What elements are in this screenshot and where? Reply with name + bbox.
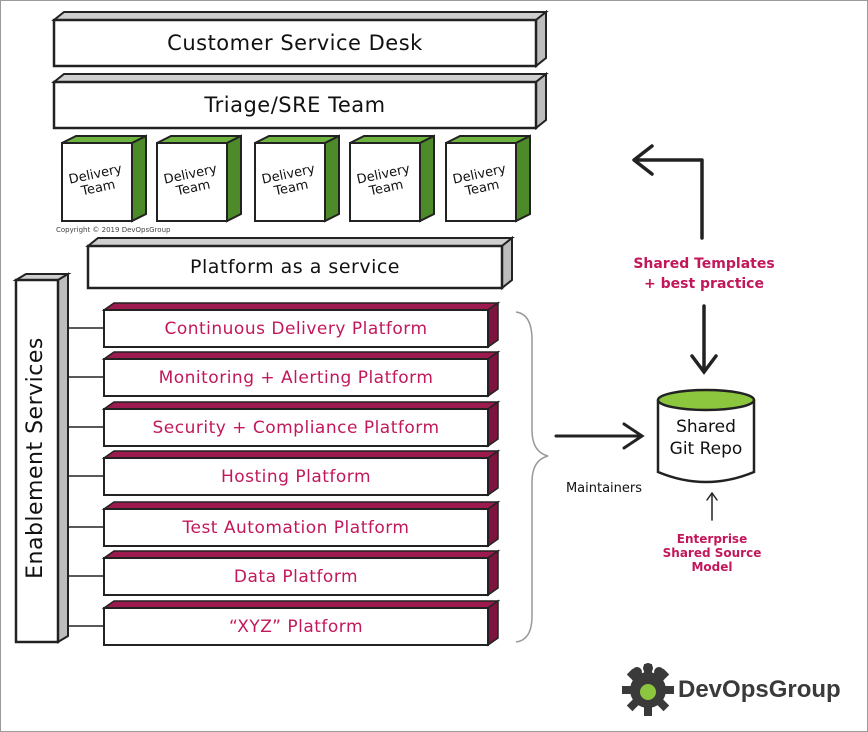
customer-service-desk-label: Customer Service Desk: [167, 31, 423, 55]
platform-label-7: “XYZ” Platform: [228, 616, 364, 637]
paas-label: Platform as a service: [190, 256, 400, 278]
templates-down-arrow: [690, 304, 718, 375]
enablement-bar: [12, 272, 72, 644]
customer-service-desk-bar: [51, 9, 549, 69]
gear-logo-icon: [622, 663, 674, 716]
platform-label-1: Continuous Delivery Platform: [164, 318, 428, 339]
templates-label-line1: Shared Templates: [633, 256, 775, 272]
enterprise-label-line2: Shared Source: [662, 546, 762, 560]
platform-bar-2: [101, 350, 501, 398]
triage-bar: [51, 71, 549, 131]
platform-bar-4: [101, 449, 501, 497]
delivery-cube-3: [254, 134, 340, 223]
maintainers-label: Maintainers: [565, 480, 643, 496]
enterprise-arrow: [706, 491, 718, 521]
platform-bar-6: [101, 549, 501, 597]
platform-label-2: Monitoring + Alerting Platform: [158, 367, 434, 388]
maintainers-arrow: [554, 422, 645, 450]
repo-label-line1: Shared: [676, 417, 736, 437]
copyright-text: Copyright © 2019 DevOpsGroup: [56, 226, 171, 234]
platform-bar-1: [101, 301, 501, 349]
platform-label-3: Security + Compliance Platform: [152, 417, 440, 438]
templates-label-line2: + best practice: [644, 276, 764, 292]
platform-bar-3: [101, 400, 501, 448]
enablement-services-label: Enablement Services: [23, 337, 48, 579]
devopsgroup-logo-text: DevOpsGroup: [678, 676, 841, 703]
delivery-cube-4: [349, 134, 435, 223]
delivery-cube-1: [61, 134, 147, 223]
repo-label-line2: Git Repo: [669, 439, 743, 459]
paas-bar: [85, 235, 515, 291]
triage-sre-label: Triage/SRE Team: [204, 93, 386, 117]
templates-up-arrow: [632, 144, 704, 240]
enablement-connectors: [68, 327, 104, 627]
platform-brace: [515, 311, 549, 643]
platform-label-5: Test Automation Platform: [182, 517, 410, 538]
platform-label-4: Hosting Platform: [220, 466, 372, 487]
delivery-cube-5: [445, 134, 531, 223]
shared-git-repo-cylinder: [656, 388, 756, 484]
delivery-cube-2: [156, 134, 242, 223]
platform-bar-7: [101, 599, 501, 647]
enterprise-label-line1: Enterprise: [676, 532, 748, 546]
enterprise-label-line3: Model: [691, 560, 733, 574]
platform-label-6: Data Platform: [233, 566, 359, 587]
platform-bar-5: [101, 500, 501, 548]
